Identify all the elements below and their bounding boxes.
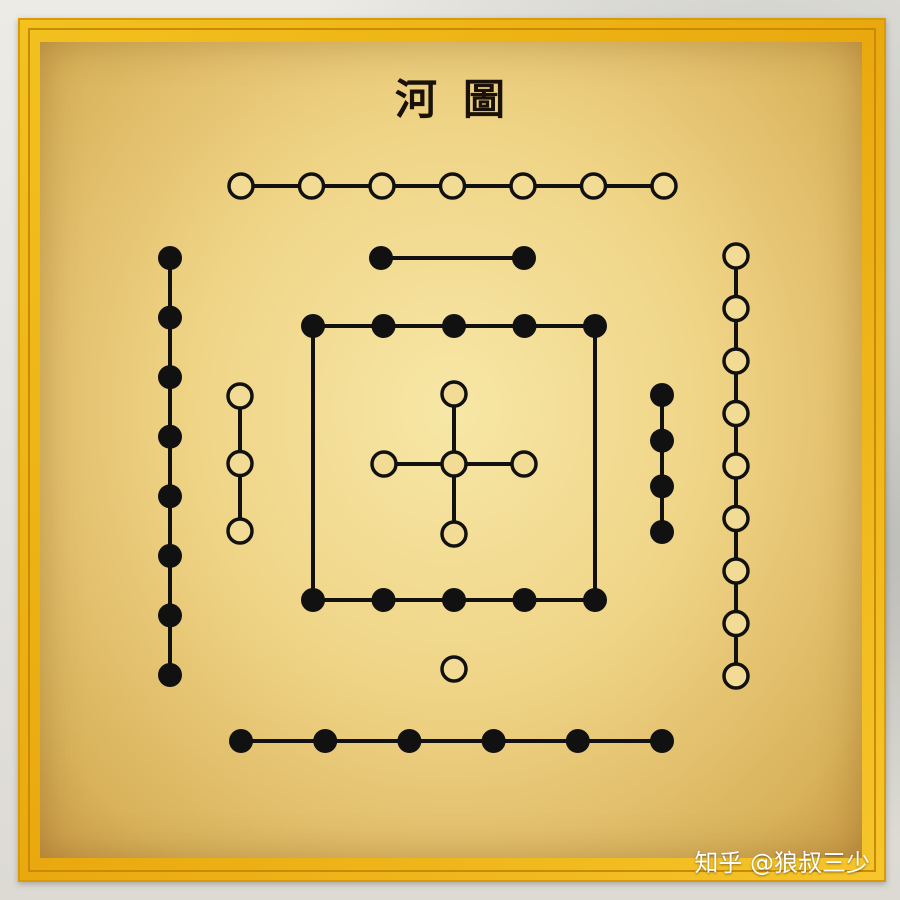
- west-eight-dot: [158, 663, 182, 687]
- east-four-dot: [650, 428, 674, 453]
- north-six-dot: [565, 729, 590, 753]
- south-seven-dot: [368, 172, 396, 200]
- east-nine-dot: [722, 347, 750, 375]
- center-ten-dot: [301, 588, 325, 612]
- north-six-dot: [229, 729, 253, 753]
- east-nine-dot: [722, 662, 750, 690]
- center-ten-dot: [583, 588, 607, 612]
- south-seven-dot: [227, 172, 255, 200]
- center-ten-dot: [583, 314, 607, 338]
- east-nine-dot: [722, 242, 750, 270]
- west-eight-dot: [158, 543, 182, 568]
- center-ten-dot: [442, 588, 466, 612]
- watermark: 知乎 @狼叔三少: [694, 849, 870, 877]
- east-nine-dot: [722, 609, 750, 638]
- page-title: 河圖: [394, 75, 531, 124]
- south-two-dot: [512, 246, 536, 270]
- east-four-dot: [650, 520, 674, 544]
- frame-inner-border: [28, 28, 876, 872]
- west-eight-dot: [158, 305, 182, 330]
- north-six-dot: [313, 729, 338, 753]
- south-seven-dot: [438, 172, 467, 200]
- center-five-dot: [440, 450, 468, 478]
- west-three-dot: [226, 382, 254, 410]
- center-ten-dot: [371, 314, 396, 338]
- center-five-dot: [510, 450, 538, 478]
- south-seven-dot: [509, 172, 537, 200]
- west-eight-dot: [158, 246, 182, 270]
- east-nine-dot: [722, 294, 750, 323]
- hetu-dots-layer: [158, 172, 750, 753]
- north-six-dot: [481, 729, 506, 753]
- center-five-dot: [440, 520, 468, 548]
- north-six-dot: [650, 729, 674, 753]
- north-one-dot: [440, 655, 468, 683]
- west-eight-dot: [158, 424, 182, 449]
- west-eight-dot: [158, 603, 182, 628]
- south-two-dot: [369, 246, 393, 270]
- center-ten-dot: [371, 588, 396, 612]
- east-four-dot: [650, 383, 674, 407]
- west-three-dot: [226, 517, 254, 545]
- center-five-dot: [440, 380, 468, 408]
- south-seven-dot: [579, 172, 608, 200]
- west-eight-dot: [158, 365, 182, 390]
- north-six-dot: [397, 729, 422, 753]
- east-four-dot: [650, 474, 674, 499]
- south-seven-dot: [297, 172, 326, 200]
- east-nine-dot: [722, 504, 750, 533]
- center-five-dot: [370, 450, 398, 478]
- east-nine-dot: [722, 452, 750, 480]
- center-ten-dot: [301, 314, 325, 338]
- center-ten-dot: [442, 314, 466, 338]
- west-three-dot: [226, 449, 254, 478]
- center-ten-dot: [512, 314, 537, 338]
- east-nine-dot: [722, 399, 750, 428]
- east-nine-dot: [722, 557, 750, 585]
- south-seven-dot: [650, 172, 678, 200]
- west-eight-dot: [158, 484, 182, 509]
- center-ten-dot: [512, 588, 537, 612]
